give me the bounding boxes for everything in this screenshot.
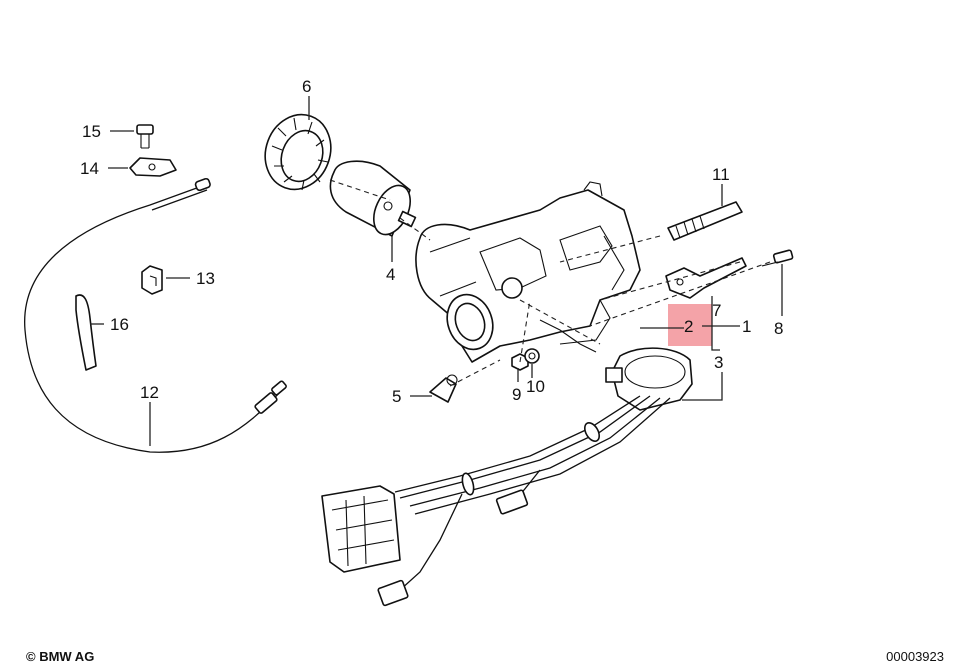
part-12-cable[interactable] <box>24 177 287 453</box>
label-13: 13 <box>196 269 215 288</box>
part-14-clip[interactable] <box>129 157 177 177</box>
label-16: 16 <box>110 315 129 334</box>
highlight-part-2[interactable] <box>668 304 712 346</box>
label-3: 3 <box>714 353 723 372</box>
steering-lock-housing <box>415 181 641 363</box>
label-8: 8 <box>774 319 783 338</box>
drawing-number: 00003923 <box>886 649 944 664</box>
label-2[interactable]: 2 <box>684 317 693 336</box>
part-8-screw[interactable] <box>761 249 794 267</box>
label-14: 14 <box>80 159 99 178</box>
label-12: 12 <box>140 383 159 402</box>
label-4: 4 <box>386 265 395 284</box>
label-7: 7 <box>712 301 721 320</box>
label-9: 9 <box>512 385 521 404</box>
part-15-screw[interactable] <box>136 124 154 149</box>
label-5: 5 <box>392 387 401 406</box>
part-7-lever[interactable] <box>665 257 747 299</box>
copyright-notice: © BMW AG <box>26 649 95 664</box>
label-1: 1 <box>742 317 751 336</box>
part-4-lock-cylinder[interactable] <box>329 160 417 240</box>
label-10: 10 <box>526 377 545 396</box>
label-15: 15 <box>82 122 101 141</box>
label-6: 6 <box>302 77 311 96</box>
part-16-bracket[interactable] <box>75 294 97 371</box>
label-11: 11 <box>712 165 730 184</box>
part-10-washer[interactable] <box>524 348 540 364</box>
part-3-ignition-switch[interactable] <box>321 347 693 607</box>
part-13-clip[interactable] <box>141 265 163 295</box>
part-6-bearing-ring[interactable] <box>255 105 341 198</box>
part-11-pin[interactable] <box>667 201 743 241</box>
part-5-screw[interactable] <box>429 374 458 403</box>
